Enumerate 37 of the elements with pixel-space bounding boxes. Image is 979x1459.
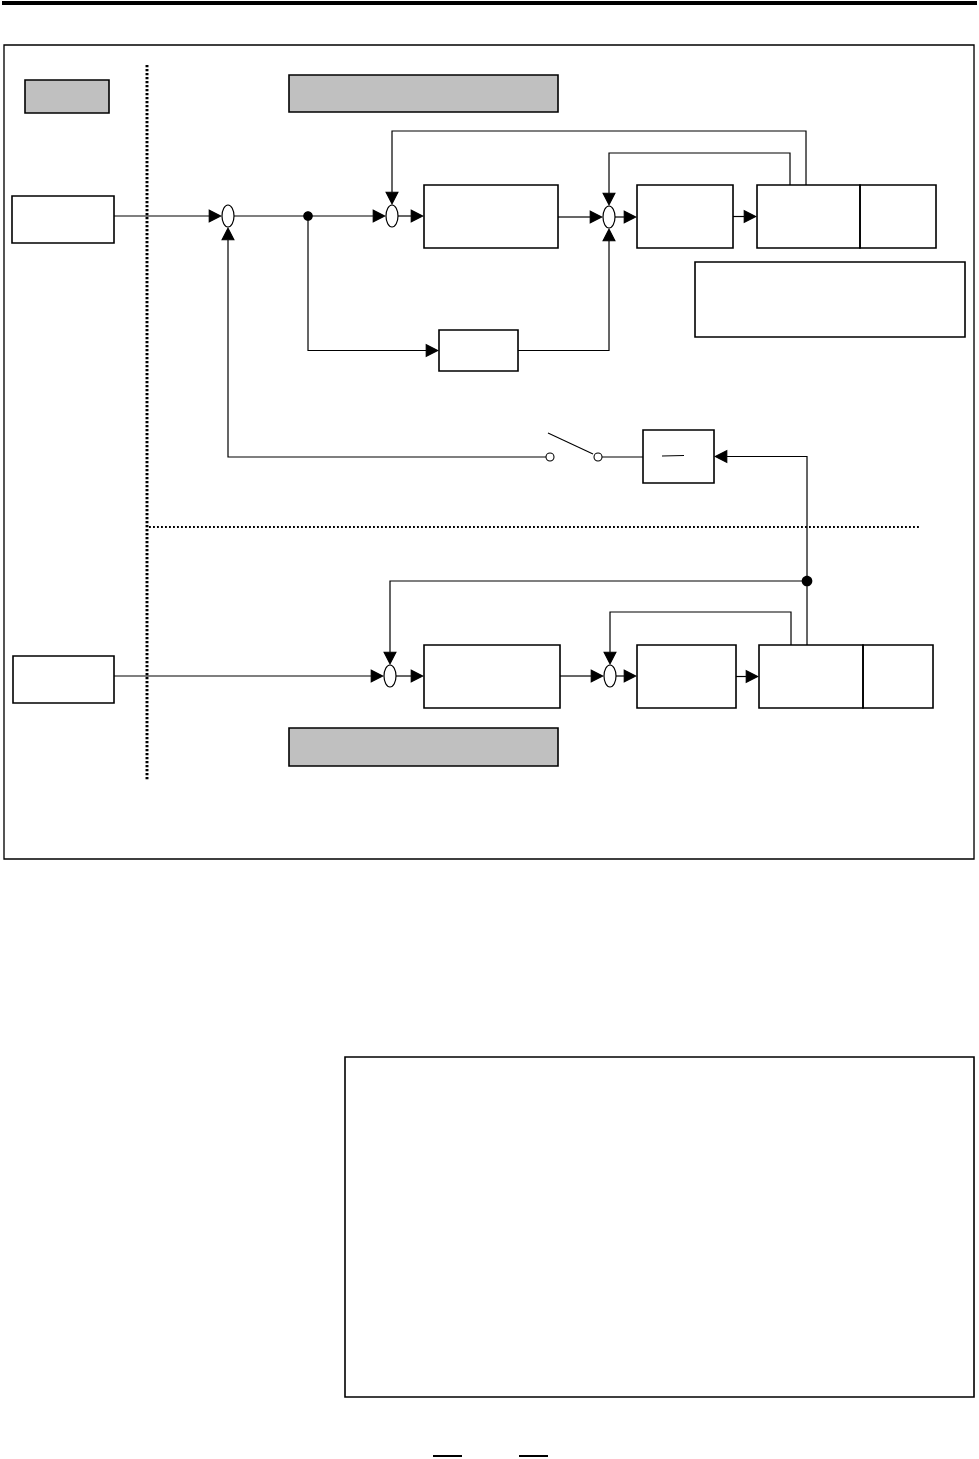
block-box — [636, 644, 737, 709]
arrow — [517, 228, 616, 352]
arrow — [603, 611, 792, 665]
summing-junction — [221, 204, 235, 228]
input-box — [11, 195, 115, 244]
block-box — [423, 644, 561, 709]
arrow — [113, 209, 222, 223]
summing-junction — [385, 204, 399, 228]
arrow — [221, 227, 547, 458]
input-box — [12, 655, 115, 704]
block-box — [758, 644, 864, 709]
connector-line — [601, 456, 644, 458]
block-box — [423, 184, 559, 249]
summing-junction — [603, 664, 617, 688]
label-box — [288, 74, 559, 113]
label-box — [288, 727, 559, 767]
arrow — [559, 669, 604, 683]
arrow — [557, 210, 603, 224]
arrow — [113, 669, 384, 683]
block-box — [862, 644, 934, 709]
note-box — [344, 1056, 975, 1398]
arrow — [615, 669, 637, 683]
label-box — [24, 79, 110, 114]
arrow — [395, 669, 424, 683]
switch-symbol — [545, 432, 603, 462]
block-box — [859, 184, 937, 249]
summing-junction — [602, 205, 616, 229]
arrow — [385, 130, 807, 205]
summing-junction — [383, 664, 397, 688]
block-box — [438, 329, 519, 372]
note-box — [694, 261, 966, 338]
arrow — [602, 152, 791, 206]
block-box — [756, 184, 861, 249]
block-box — [642, 429, 715, 484]
block-box — [636, 184, 734, 249]
arrow — [614, 210, 637, 224]
arrow — [397, 209, 424, 223]
